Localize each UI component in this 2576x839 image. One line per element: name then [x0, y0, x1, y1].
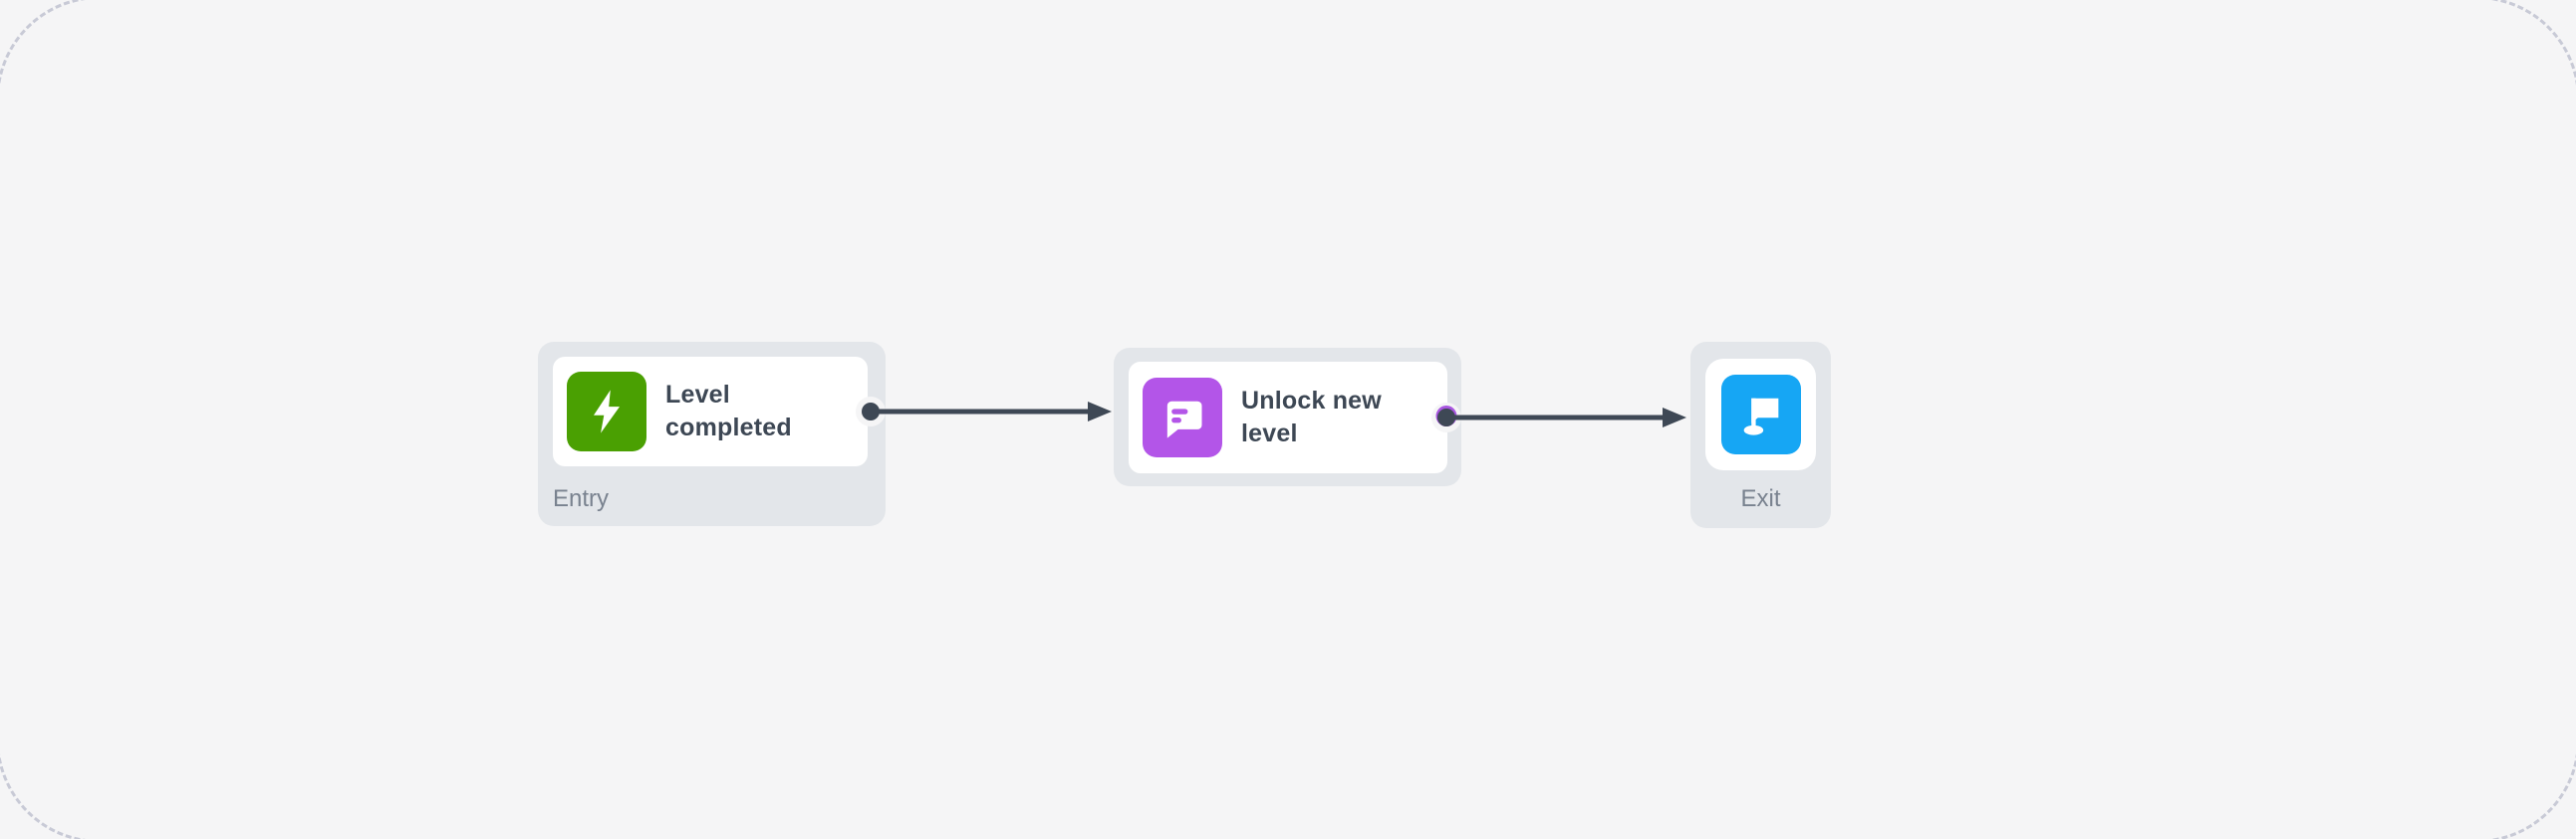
node-card[interactable]: Level completed: [553, 357, 868, 466]
flag-icon: [1720, 375, 1801, 454]
node-card[interactable]: Unlock new level: [1129, 362, 1447, 473]
connector-action-to-exit: [1431, 403, 1686, 432]
arrowhead-icon: [1088, 402, 1112, 421]
chat-bubble-icon: [1143, 378, 1222, 457]
node-card[interactable]: [1705, 359, 1816, 470]
arrowhead-icon: [1663, 408, 1686, 427]
exit-label: Exit: [1740, 485, 1781, 512]
node-entry-level-completed[interactable]: Level completed Entry: [538, 342, 886, 526]
lightning-icon: [567, 372, 646, 451]
entry-label: Entry: [553, 485, 610, 512]
connector-entry-to-action: [856, 397, 1112, 426]
node-title: Unlock new level: [1241, 387, 1382, 447]
output-port-dot[interactable]: [1437, 409, 1455, 426]
node-title: Level completed: [665, 381, 792, 441]
output-port-dot[interactable]: [862, 403, 880, 420]
node-action-unlock-new-level[interactable]: Unlock new level: [1114, 348, 1461, 486]
node-exit[interactable]: Exit: [1690, 342, 1831, 528]
